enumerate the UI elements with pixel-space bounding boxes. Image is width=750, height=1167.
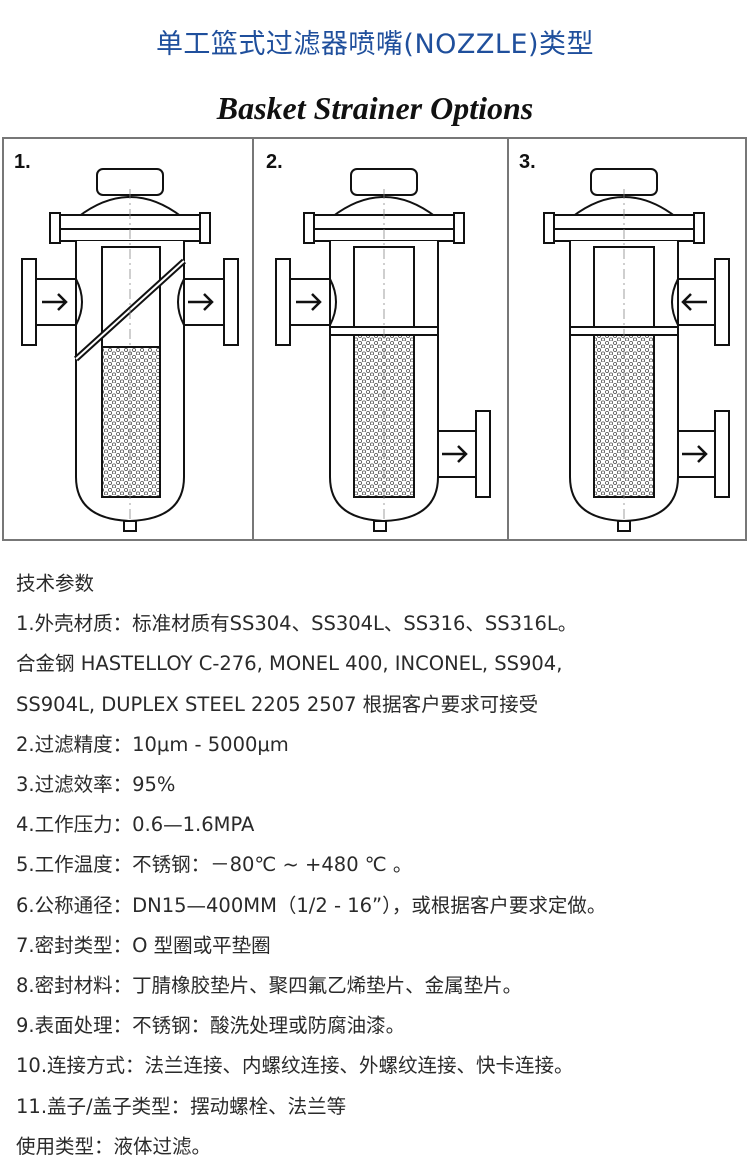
panel-divider xyxy=(507,139,509,539)
option-panel-3: 3. xyxy=(509,139,745,539)
spec-line: 7.密封类型：O 型圈或平垫圈 xyxy=(16,933,271,957)
spec-line: SS904L, DUPLEX STEEL 2205 2507 根据客户要求可接受 xyxy=(16,692,539,716)
spec-line: 9.表面处理：不锈钢：酸洗处理或防腐油漆。 xyxy=(16,1014,406,1038)
option-number: 3. xyxy=(519,151,536,173)
spec-line: 4.工作压力：0.6—1.6MPA xyxy=(16,813,255,837)
option-panel-1: 1. xyxy=(4,139,252,539)
page-title-en: Basket Strainer Options xyxy=(216,90,534,126)
option-number: 2. xyxy=(266,151,283,173)
spec-line: 合金钢 HASTELLOY C-276, MONEL 400, INCONEL,… xyxy=(16,652,563,676)
option-panel-2: 2. xyxy=(254,139,507,539)
spec-line: 2.过滤精度：10μm - 5000μm xyxy=(16,732,289,756)
spec-line: 使用类型：液体过滤。 xyxy=(16,1134,212,1158)
page-title-cn: 单工篮式过滤器喷嘴(NOZZLE)类型 xyxy=(155,29,595,60)
strainer-drawing-1 xyxy=(21,168,239,532)
specs-heading: 技术参数 xyxy=(16,572,95,595)
panel-divider xyxy=(252,139,254,539)
strainer-drawing-3 xyxy=(543,168,730,532)
spec-line: 10.连接方式：法兰连接、内螺纹连接、外螺纹连接、快卡连接。 xyxy=(16,1054,574,1078)
option-number: 1. xyxy=(14,151,31,173)
spec-line: 11.盖子/盖子类型：摆动螺栓、法兰等 xyxy=(16,1094,347,1118)
spec-line: 3.过滤效率：95% xyxy=(16,773,176,797)
strainer-drawing-2 xyxy=(275,168,491,532)
spec-line: 5.工作温度：不锈钢：－80℃ ~ +480 ℃ 。 xyxy=(16,853,413,877)
spec-line: 8.密封材料：丁腈橡胶垫片、聚四氟乙烯垫片、金属垫片。 xyxy=(16,974,523,998)
spec-line: 1.外壳材质：标准材质有SS304、SS304L、SS316、SS316L。 xyxy=(16,612,578,636)
technical-specs: 技术参数 1.外壳材质：标准材质有SS304、SS304L、SS316、SS31… xyxy=(16,564,746,1167)
spec-line: 6.公称通径：DN15—400MM（1/2 - 16”），或根据客户要求定做。 xyxy=(16,893,607,917)
strainer-options-diagram: 1. xyxy=(2,137,747,541)
